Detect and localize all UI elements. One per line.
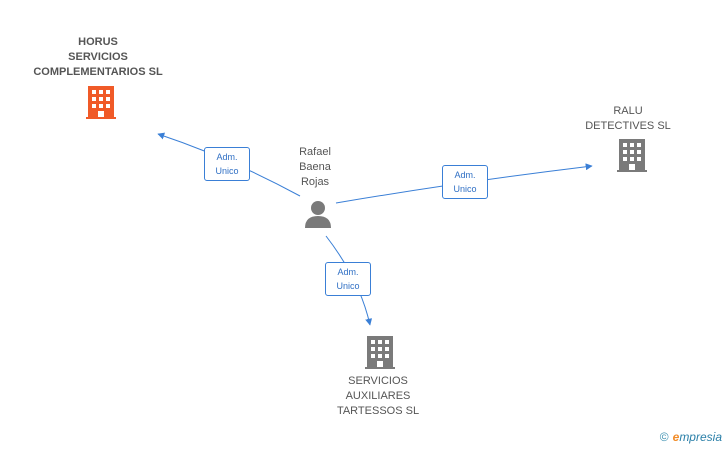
node-label-rafael[interactable]: Rafael Baena Rojas	[299, 146, 331, 188]
node-label-servicios[interactable]: SERVICIOS AUXILIARES TARTESSOS SL	[336, 375, 420, 417]
empresia-logo: empresia	[673, 430, 722, 444]
person-icon[interactable]	[305, 201, 331, 228]
building-icon[interactable]	[617, 139, 647, 172]
empresia-watermark: © empresia	[660, 430, 722, 444]
brand-initial: e	[672, 430, 680, 444]
building-icon[interactable]	[86, 86, 116, 119]
brand-rest: mpresia	[679, 430, 722, 444]
edge-label-horus[interactable]: Adm. Unico	[204, 147, 250, 181]
edge-label-servicios[interactable]: Adm. Unico	[325, 262, 371, 296]
copyright-symbol: ©	[659, 430, 669, 444]
edge-label-ralu[interactable]: Adm. Unico	[442, 165, 488, 199]
node-label-horus[interactable]: HORUS SERVICIOS COMPLEMENTARIOS SL	[33, 36, 163, 78]
node-label-ralu[interactable]: RALU DETECTIVES SL	[585, 105, 671, 132]
building-icon[interactable]	[365, 336, 395, 369]
